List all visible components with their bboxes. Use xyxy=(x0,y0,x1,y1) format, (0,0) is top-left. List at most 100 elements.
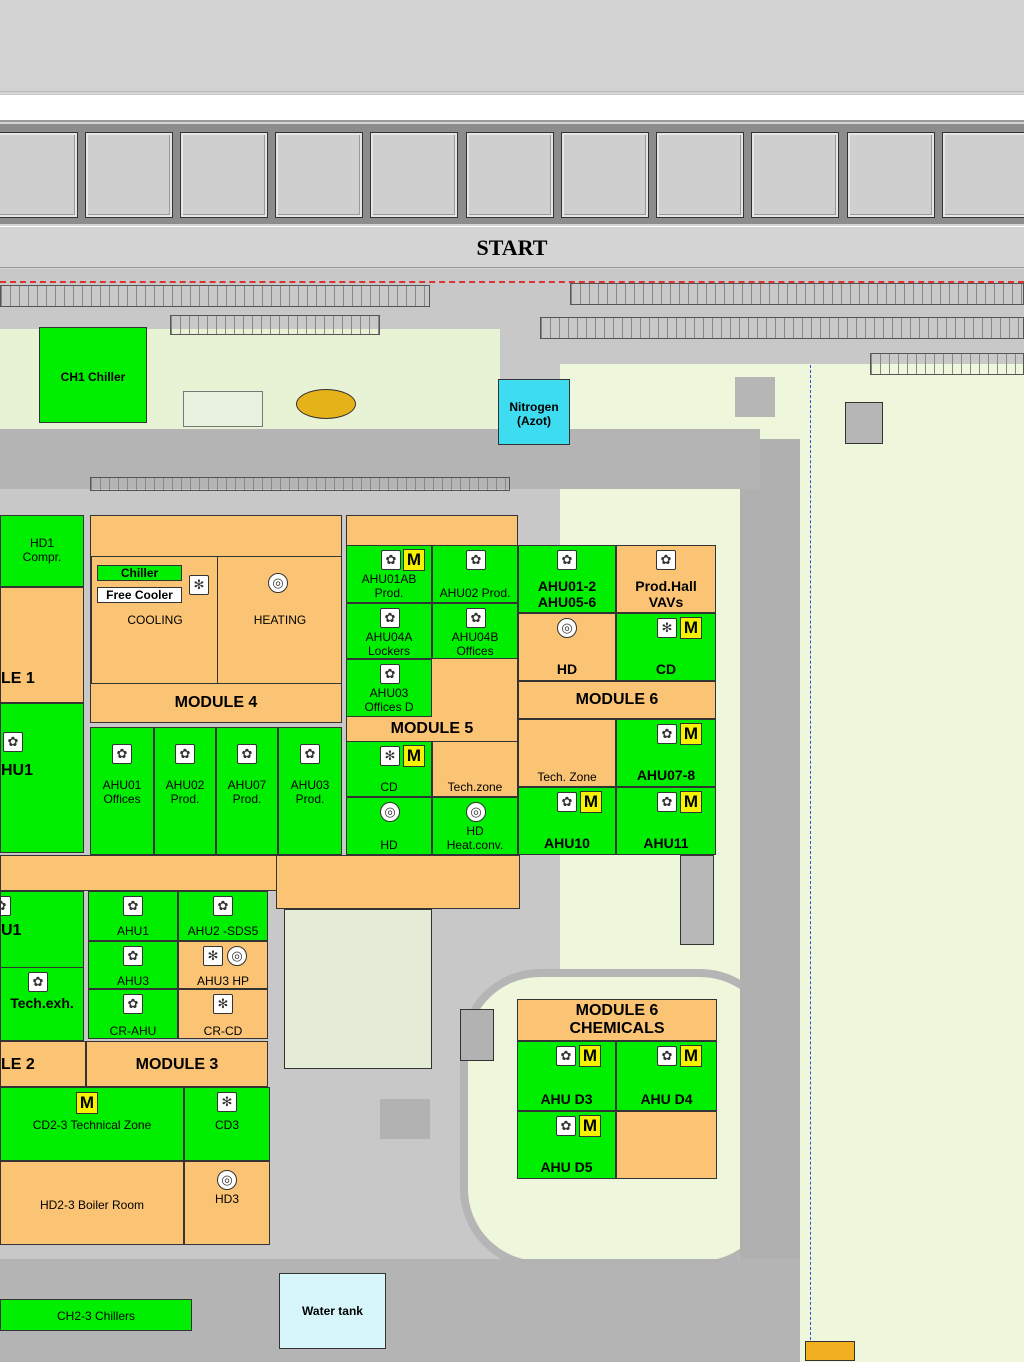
nav-button-11[interactable] xyxy=(942,132,1024,218)
m3-ahu3hp-label: AHU3 HP xyxy=(196,974,249,988)
m5-ahu03[interactable]: ✿AHU03 Offices D xyxy=(346,659,432,717)
fan-icon: ✿ xyxy=(466,550,486,570)
nav-button-5[interactable] xyxy=(370,132,458,218)
m6-tech-zone[interactable]: Tech. Zone xyxy=(518,719,616,787)
ch-ahu-d3-label: AHU D3 xyxy=(540,1091,593,1107)
fan-icon: ✿ xyxy=(123,946,143,966)
m6-hd[interactable]: ◎HD xyxy=(518,613,616,681)
m4-ahu07[interactable]: ✿AHU07 Prod. xyxy=(216,727,278,855)
m5-hd-heat[interactable]: ◎HD Heat.conv. xyxy=(432,797,518,855)
ch-ahu-d4-label: AHU D4 xyxy=(640,1091,693,1107)
m3-hd23[interactable]: HD2-3 Boiler Room xyxy=(0,1161,184,1245)
water-tank[interactable]: Water tank xyxy=(279,1273,386,1349)
heat-coil-icon: ◎ xyxy=(466,802,486,822)
fan-icon: ✿ xyxy=(28,972,48,992)
heat-coil-icon: ◎ xyxy=(557,618,577,638)
m3-cd3[interactable]: ✻CD3 xyxy=(184,1087,270,1161)
parking-row-2 xyxy=(570,283,1024,305)
east-road xyxy=(740,439,800,1362)
start-button[interactable]: START xyxy=(0,226,1024,268)
hd1-compr[interactable]: HD1 Compr. xyxy=(0,515,84,587)
module6-title: MODULE 6 xyxy=(575,691,659,708)
ch-empty xyxy=(616,1111,717,1179)
m3-ahu3[interactable]: ✿ AHU3 xyxy=(88,941,178,989)
m3-ahu1[interactable]: ✿AHU1 xyxy=(88,891,178,941)
nav-button-10[interactable] xyxy=(847,132,935,218)
m4-ahu03[interactable]: ✿AHU03 Prod. xyxy=(278,727,342,855)
tech-exh-label: Tech.exh. xyxy=(10,995,74,1011)
tech-exh[interactable]: ✿ Tech.exh. xyxy=(0,967,84,1041)
module3-title-band[interactable]: MODULE 3 xyxy=(86,1041,268,1087)
module6-title-band[interactable]: MODULE 6 xyxy=(518,681,716,719)
module4-cooling[interactable]: Chiller Free Cooler ✻ COOLING xyxy=(91,556,219,684)
nav-button-strip xyxy=(0,124,1024,224)
motor-badge: M xyxy=(403,549,425,571)
ch1-chiller[interactable]: CH1 Chiller xyxy=(39,327,147,423)
nav-button-1[interactable] xyxy=(0,132,78,218)
u1-partial[interactable]: ✿U1 xyxy=(0,891,84,975)
m3-hd3[interactable]: ◎HD3 xyxy=(184,1161,270,1245)
m6-prod-hall[interactable]: ✿Prod.Hall VAVs xyxy=(616,545,716,613)
m6-ahu01-2-label: AHU01-2 AHU05-6 xyxy=(537,578,597,610)
m4-ahu01[interactable]: ✿AHU01 Offices xyxy=(90,727,154,855)
nav-button-3[interactable] xyxy=(180,132,268,218)
chemicals-title-band[interactable]: MODULE 6 CHEMICALS xyxy=(517,999,717,1041)
boundary-line-east xyxy=(810,365,811,1355)
parking-row-5 xyxy=(90,477,510,491)
module1-partial[interactable]: LE 1 xyxy=(0,587,84,703)
fan-icon: ✿ xyxy=(213,896,233,916)
m3-ahu3-label: AHU3 xyxy=(116,974,149,988)
fan-icon: ✿ xyxy=(556,1116,576,1136)
module4-title: MODULE 4 xyxy=(174,694,258,711)
start-label: START xyxy=(476,235,548,260)
fan-icon: ✿ xyxy=(3,732,23,752)
structure-gray xyxy=(845,402,883,444)
water-tank-label: Water tank xyxy=(302,1304,363,1318)
m4-ahu02-label: AHU02 Prod. xyxy=(165,778,205,806)
nitrogen-tank[interactable]: Nitrogen (Azot) xyxy=(498,379,570,445)
chiller-tag: Chiller xyxy=(97,565,182,581)
address-bar[interactable] xyxy=(0,94,1024,122)
heating-label: HEATING xyxy=(253,613,307,627)
m3-ahu3hp[interactable]: ✻◎AHU3 HP xyxy=(178,941,268,989)
hd1-compr-label: HD1 Compr. xyxy=(22,536,62,564)
ch23-chillers[interactable]: CH2-3 Chillers xyxy=(0,1299,192,1331)
m5-ahu04b[interactable]: ✿AHU04B Offices xyxy=(432,603,518,659)
m6-ahu01-2[interactable]: ✿AHU01-2 AHU05-6 xyxy=(518,545,616,613)
nav-button-6[interactable] xyxy=(466,132,554,218)
nav-button-9[interactable] xyxy=(751,132,839,218)
m3-ahu2[interactable]: ✿AHU2 -SDS5 xyxy=(178,891,268,941)
m5-ahu04a[interactable]: ✿AHU04A Lockers xyxy=(346,603,432,659)
m5-hd[interactable]: ◎HD xyxy=(346,797,432,855)
m4-ahu02[interactable]: ✿AHU02 Prod. xyxy=(154,727,216,855)
snowflake-icon: ✻ xyxy=(380,746,400,766)
nav-button-2[interactable] xyxy=(85,132,173,218)
m5-ahu02[interactable]: ✿AHU02 Prod. xyxy=(432,545,518,603)
m6-cd-label: CD xyxy=(655,661,677,677)
m3-cr-ahu[interactable]: ✿CR-AHU xyxy=(88,989,178,1039)
module4[interactable]: Chiller Free Cooler ✻ COOLING ◎ HEATING … xyxy=(90,515,342,723)
cooling-label: COOLING xyxy=(127,613,183,627)
nav-button-7[interactable] xyxy=(561,132,649,218)
tank-structure xyxy=(183,391,263,427)
m5-tech-zone[interactable]: Tech.zone xyxy=(432,741,518,797)
nav-button-4[interactable] xyxy=(275,132,363,218)
m3-cr-cd[interactable]: ✻CR-CD xyxy=(178,989,268,1039)
module4-heating[interactable]: ◎ HEATING xyxy=(217,556,341,684)
module2-partial[interactable]: LE 2 xyxy=(0,1041,86,1087)
structure-small-2 xyxy=(460,1009,494,1061)
m5-tech-zone-label: Tech.zone xyxy=(447,780,503,794)
hu1-partial[interactable]: ✿ HU1 xyxy=(0,703,84,853)
u1-label: U1 xyxy=(1,922,22,939)
nav-button-8[interactable] xyxy=(656,132,744,218)
